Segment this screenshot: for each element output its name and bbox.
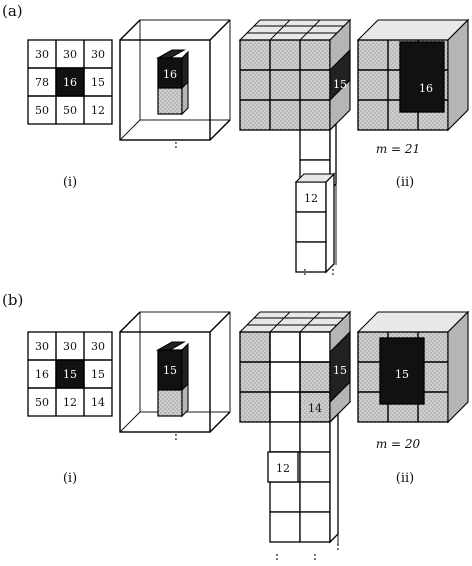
grid-cell: 50 [35,104,49,117]
panel-b-m-value: m = 20 [376,437,421,451]
panel-a-ellipsis: : [174,137,178,152]
grid-cell: 50 [63,104,77,117]
panel-b: (b) 30 30 30 16 15 15 50 12 14 (i) [2,291,470,564]
panel-a-label: (a) [2,2,23,20]
panel-a-stack-right-value: 15 [333,78,347,91]
panel-a-grid: 30 30 30 78 16 15 50 50 12 [27,39,113,125]
grid-cell: 16 [35,368,49,381]
panel-b-stack-ellipsis-3: : [336,539,340,554]
panel-b-stack-low-value: 12 [276,462,290,475]
panel-b-result-hole [379,337,425,405]
grid-cell: 30 [63,340,77,353]
grid-cell: 12 [91,104,105,117]
grid-cell: 16 [63,76,77,89]
panel-a-stack-ellipsis-1: : [303,264,307,279]
panel-b-stack-ellipsis-1: : [275,549,279,564]
panel-a-m-value: m = 21 [376,142,420,156]
panel-b-result-value: 15 [395,368,409,381]
panel-b-label: (b) [2,291,23,309]
panel-b-caption-i: (i) [63,471,77,486]
grid-cell: 78 [35,76,49,89]
panel-b-stack-ellipsis-2: : [313,549,317,564]
grid-cell: 15 [63,368,77,381]
grid-cell: 15 [91,76,105,89]
panel-b-cube-value: 15 [163,364,177,377]
panel-a-cube-black-block [157,57,183,89]
grid-cell: 14 [91,396,105,409]
panel-b-stack-mid-value: 14 [308,402,322,415]
panel-a: (a) 30 30 30 78 16 15 50 50 12 (i) [2,2,470,279]
grid-cell: 30 [63,48,77,61]
panel-a-caption-i: (i) [63,175,77,190]
panel-b-result: 15 [356,310,470,424]
grid-cell: 50 [35,396,49,409]
grid-cell: 15 [91,368,105,381]
panel-a-stack: 15 12 [238,18,352,274]
panel-a-result-value: 16 [419,82,433,95]
panel-a-stack-ellipsis-2: : [331,264,335,279]
grid-cell: 12 [63,396,77,409]
panel-a-stack-low-value: 12 [304,192,318,205]
panel-a-wire-cube: 16 [119,19,231,141]
panel-b-grid: 30 30 30 16 15 15 50 12 14 [27,331,113,417]
panel-a-cube-value: 16 [163,68,177,81]
panel-a-cube-gray-block [157,87,183,115]
grid-cell: 30 [91,48,105,61]
grid-cell: 30 [35,48,49,61]
grid-cell: 30 [35,340,49,353]
panel-b-ellipsis: : [174,429,178,444]
panel-b-cube-gray-block [157,389,183,417]
panel-a-caption-ii: (ii) [396,175,414,190]
panel-b-caption-ii: (ii) [396,471,414,486]
panel-b-wire-cube: 15 [119,311,231,433]
panel-a-result-hole [399,41,445,113]
grid-cell: 30 [91,340,105,353]
panel-b-stack-right-value: 15 [333,364,347,377]
panel-a-result: 16 [356,18,470,132]
panel-b-stack: 15 14 12 [238,310,352,544]
